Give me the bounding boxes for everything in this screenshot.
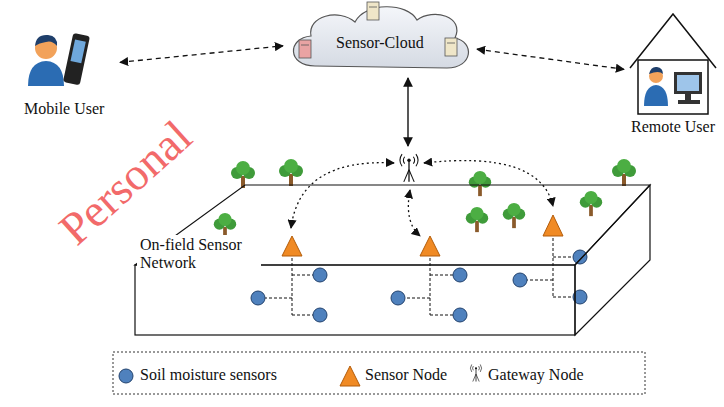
legend-gateway-sample xyxy=(470,364,481,381)
gateway-antenna xyxy=(400,154,418,182)
node-label: On-field Sensor Network xyxy=(137,235,261,274)
legend-frame xyxy=(113,352,645,394)
legend-node-sample xyxy=(340,366,360,386)
remote-user: Remote User xyxy=(624,6,722,146)
node-label: Remote User xyxy=(631,118,715,136)
sensor-wires xyxy=(265,238,573,315)
legend-text: Gateway Node xyxy=(488,366,584,384)
dashed-link xyxy=(477,49,624,69)
dashed-link xyxy=(120,46,283,63)
sensor-nodes xyxy=(282,215,563,256)
soil-sensors xyxy=(251,250,587,322)
legend-text: Soil moisture sensors xyxy=(140,366,277,384)
field-sensor-network: On-field Sensor Network xyxy=(135,185,650,335)
trees xyxy=(214,159,636,238)
legend-text: Sensor Node xyxy=(365,366,447,384)
mobile-user: Mobile User xyxy=(8,14,120,122)
node-label: Mobile User xyxy=(24,100,104,118)
legend-sensor-sample xyxy=(119,369,133,383)
wireless-links xyxy=(291,161,553,236)
uplink-arrow xyxy=(407,78,408,146)
sensor-cloud: Sensor-Cloud xyxy=(283,0,477,72)
node-label: Sensor-Cloud xyxy=(336,34,424,52)
